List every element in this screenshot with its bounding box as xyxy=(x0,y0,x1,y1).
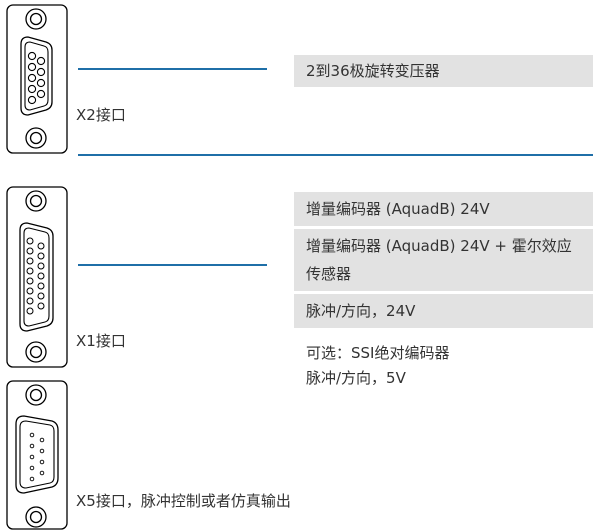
x1-option-text-1: 增量编码器 (AquadB) 24V xyxy=(306,200,490,218)
x2-option-box: 2到36极旋转变压器 xyxy=(294,55,593,87)
x1-option-text-2: 增量编码器 (AquadB) 24V + 霍尔效应传感器 xyxy=(306,237,572,283)
x2-option-text: 2到36极旋转变压器 xyxy=(306,62,440,80)
x2-connector-line xyxy=(78,68,267,70)
x1-option-text-3: 脉冲/方向，24V xyxy=(306,302,416,320)
x1-option-box-1: 增量编码器 (AquadB) 24V xyxy=(294,192,593,226)
section-divider xyxy=(78,154,593,156)
x1-connector-line xyxy=(78,264,267,266)
x1-label: X1接口 xyxy=(76,332,126,350)
x2-label: X2接口 xyxy=(76,106,126,124)
x1-option-box-2: 增量编码器 (AquadB) 24V + 霍尔效应传感器 xyxy=(294,229,593,291)
x2-connector xyxy=(6,4,68,154)
x5-label: X5接口，脉冲控制或者仿真输出 xyxy=(76,492,291,510)
x1-optional-note-line1: 可选：SSI绝对编码器 xyxy=(306,344,450,362)
x1-connector xyxy=(6,186,68,368)
x1-optional-note-line2: 脉冲/方向，5V xyxy=(306,369,406,387)
x5-connector xyxy=(6,380,68,530)
x1-option-box-3: 脉冲/方向，24V xyxy=(294,294,593,328)
